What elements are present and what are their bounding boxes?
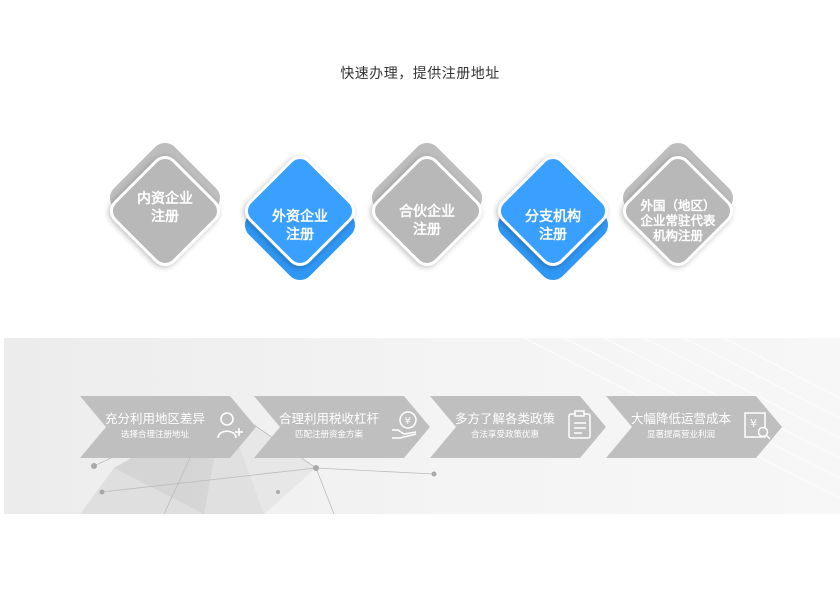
label-line: 企业常驻代表 (640, 213, 716, 228)
label-line: 注册 (151, 209, 179, 225)
service-representative-office[interactable]: 外国（地区） 企业常驻代表 机构注册 (613, 137, 743, 272)
benefit-tax-leverage[interactable]: 合理利用税收杠杆 匹配注册资金方案 ¥ (254, 396, 430, 458)
benefit-subtitle: 显著提高营业利润 (646, 430, 715, 440)
label-line: 合伙企业 (399, 204, 455, 220)
benefit-subtitle: 选择合理注册地址 (120, 430, 189, 440)
benefit-policy-knowledge[interactable]: 多方了解各类政策 合法享受政策优惠 (430, 396, 606, 458)
label-line: 注册 (286, 227, 314, 243)
service-label: 分支机构 注册 (488, 208, 618, 244)
page-headline: 快速办理，提供注册地址 (340, 66, 500, 82)
svg-text:¥: ¥ (750, 417, 757, 430)
yen-hand-icon: ¥ (392, 411, 417, 439)
benefit-subtitle: 匹配注册资金方案 (294, 430, 363, 440)
label-line: 外国（地区） (640, 198, 716, 213)
service-label: 外国（地区） 企业常驻代表 机构注册 (613, 198, 743, 243)
label-line: 注册 (539, 227, 567, 243)
service-label: 外资企业 注册 (235, 208, 365, 244)
label-line: 机构注册 (652, 228, 703, 243)
service-partnership[interactable]: 合伙企业 注册 (362, 137, 492, 272)
user-add-icon (217, 412, 243, 439)
benefit-title: 多方了解各类政策 (454, 411, 555, 426)
label-line: 内资企业 (137, 191, 193, 207)
yen-search-icon: ¥ (744, 412, 771, 440)
benefit-cost-reduction[interactable]: 大幅降低运营成本 显著提高营业利润 ¥ (606, 396, 782, 458)
chevron-shape (254, 396, 430, 458)
clipboard-icon (568, 410, 591, 439)
chevron-shape (606, 396, 782, 458)
service-domestic-enterprise[interactable]: 内资企业 注册 (100, 137, 230, 272)
label-line: 分支机构 (525, 209, 581, 225)
benefit-title: 大幅降低运营成本 (630, 411, 731, 426)
benefit-subtitle: 合法享受政策优惠 (470, 430, 539, 440)
service-branch[interactable]: 分支机构 注册 (488, 142, 618, 286)
chevron-shape (430, 396, 606, 458)
service-label: 合伙企业 注册 (362, 203, 492, 239)
benefit-title: 充分利用地区差异 (104, 411, 205, 426)
service-foreign-enterprise[interactable]: 外资企业 注册 (235, 142, 365, 286)
benefit-title: 合理利用税收杠杆 (278, 411, 379, 426)
svg-text:¥: ¥ (405, 416, 411, 427)
chevron-shape (80, 396, 256, 458)
benefit-regional-difference[interactable]: 充分利用地区差异 选择合理注册地址 (80, 396, 256, 458)
label-line: 注册 (413, 222, 441, 238)
service-label: 内资企业 注册 (100, 190, 230, 226)
label-line: 外资企业 (272, 209, 328, 225)
